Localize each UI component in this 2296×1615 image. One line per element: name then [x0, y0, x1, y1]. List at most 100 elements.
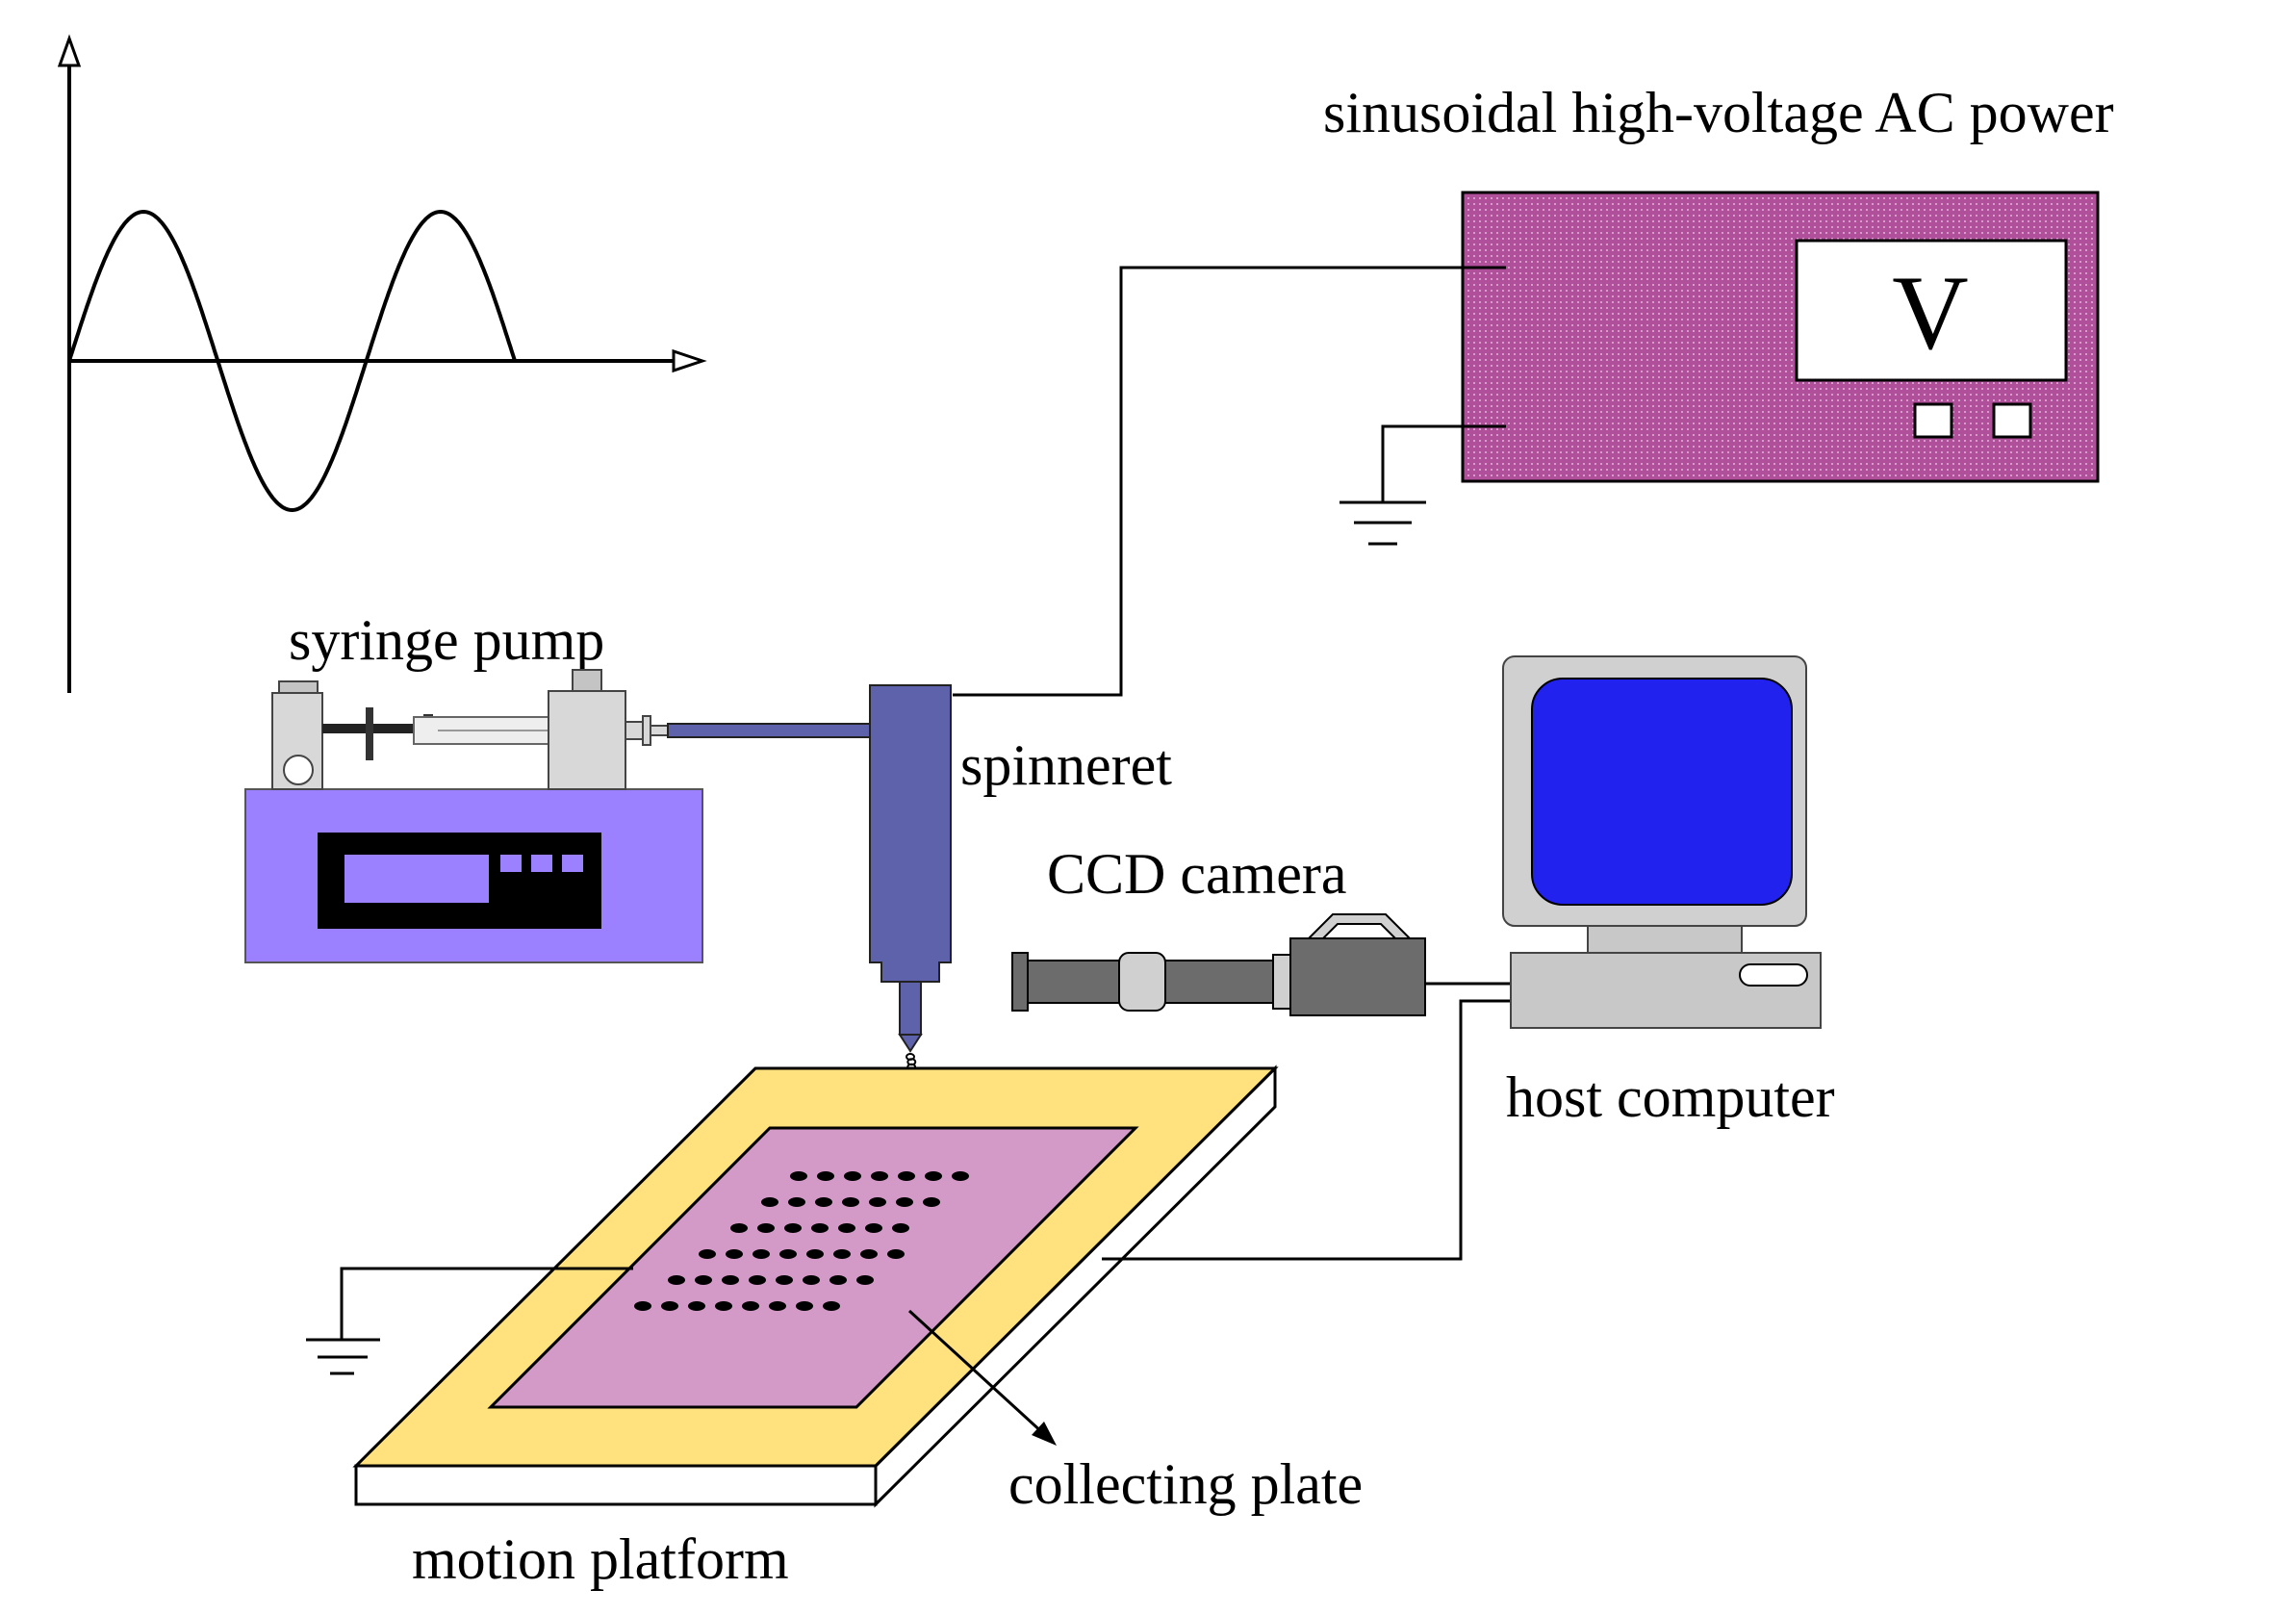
waveform-x-axis-arrow	[672, 348, 707, 373]
power-supply-button-right	[1992, 402, 2032, 439]
printed-droplet	[887, 1249, 905, 1259]
printed-droplet	[715, 1301, 732, 1311]
printed-droplet	[757, 1223, 775, 1233]
camera-lens-hood	[1011, 952, 1029, 1012]
collecting-plate-surface	[487, 1126, 1139, 1409]
waveform-y-axis-arrow	[57, 34, 82, 67]
printed-droplet	[842, 1197, 859, 1207]
printed-droplet	[779, 1249, 797, 1259]
printed-droplet	[869, 1197, 886, 1207]
printed-droplet	[871, 1171, 888, 1181]
printed-droplet	[769, 1301, 786, 1311]
printed-droplet	[790, 1171, 807, 1181]
camera-lens-ring	[1118, 952, 1166, 1012]
camera-top-handle	[1306, 913, 1413, 939]
voltmeter-symbol: V	[1892, 254, 1968, 372]
printed-droplet	[784, 1223, 802, 1233]
power-supply-label: sinusoidal high-voltage AC power	[1323, 81, 2114, 144]
printed-droplet	[661, 1301, 678, 1311]
printed-droplet	[844, 1171, 861, 1181]
spinneret-needle-tip	[898, 1034, 923, 1053]
printed-droplet	[699, 1249, 716, 1259]
pump-clamp-cap	[572, 669, 602, 692]
camera-lens-barrel-1	[1027, 960, 1120, 1004]
printed-droplet	[749, 1275, 766, 1285]
printed-droplet	[829, 1275, 847, 1285]
monitor-screen	[1531, 678, 1793, 906]
spinneret-label: spinneret	[960, 733, 1172, 797]
platform-front-face	[354, 1464, 878, 1506]
printed-droplet	[803, 1275, 820, 1285]
camera-lens-mount	[1272, 954, 1291, 1010]
printed-droplet	[952, 1171, 969, 1181]
printed-droplet	[730, 1223, 748, 1233]
host-computer-label: host computer	[1506, 1065, 1835, 1129]
printed-droplet	[898, 1171, 915, 1181]
syringe-pump-label: syringe pump	[289, 608, 604, 672]
printed-droplet	[753, 1249, 770, 1259]
printed-droplet	[823, 1301, 840, 1311]
printed-droplet	[833, 1249, 851, 1259]
ac-power-supply: sinusoidal high-voltage AC power V	[1323, 81, 2114, 546]
printed-droplet	[688, 1301, 705, 1311]
syringe-luer-flange	[642, 715, 651, 746]
power-supply-ground-wire	[1381, 424, 1506, 502]
syringe-pump-screen	[344, 855, 489, 903]
syringe-pump-key-2	[531, 855, 552, 872]
printed-droplet	[806, 1249, 824, 1259]
high-voltage-wire	[953, 266, 1506, 697]
power-supply-button-left	[1913, 402, 1953, 439]
motion-platform: motion platform	[352, 1064, 1279, 1591]
printed-droplet	[634, 1301, 651, 1311]
ccd-camera-label: CCD camera	[1047, 842, 1347, 906]
printed-droplet	[896, 1197, 913, 1207]
droplet-array	[634, 1171, 969, 1311]
collecting-plate-pointer-arrow	[1032, 1422, 1057, 1446]
power-supply-display	[1795, 239, 2068, 382]
printed-droplet	[923, 1197, 940, 1207]
sine-wave-curve	[67, 209, 517, 513]
spinneret: spinneret	[869, 684, 1172, 1053]
camera-lens-barrel-2	[1164, 960, 1274, 1004]
monitor-stand	[1587, 925, 1743, 954]
printed-droplet	[668, 1275, 685, 1285]
printed-droplet	[865, 1223, 882, 1233]
printed-droplet	[761, 1197, 778, 1207]
syringe-pump-key-1	[500, 855, 522, 872]
ccd-camera: CCD camera	[1011, 842, 1426, 1016]
pump-clamp-block	[548, 690, 626, 790]
platform-ground	[306, 1267, 633, 1375]
spinneret-needle	[899, 981, 922, 1036]
syringe-luer-tip	[650, 725, 669, 736]
printed-droplet	[817, 1171, 834, 1181]
printed-droplet	[838, 1223, 855, 1233]
disk-drive-slot	[1739, 963, 1808, 987]
collecting-plate-pointer	[907, 1309, 1046, 1436]
collecting-plate-label: collecting plate	[1008, 1452, 1363, 1516]
spinneret-body	[869, 684, 952, 983]
printed-droplet	[856, 1275, 874, 1285]
camera-body	[1289, 937, 1426, 1016]
syringe-plunger-flange	[366, 707, 373, 760]
feed-tube	[667, 723, 871, 738]
printed-droplet	[722, 1275, 739, 1285]
printed-droplet	[796, 1301, 813, 1311]
printed-droplet	[815, 1197, 832, 1207]
platform-ground-wire	[340, 1267, 633, 1340]
printed-droplet	[742, 1301, 759, 1311]
collecting-plate-callout: collecting plate	[907, 1309, 1363, 1516]
printed-droplet	[860, 1249, 878, 1259]
syringe-pump: syringe pump	[244, 608, 703, 963]
printed-droplet	[811, 1223, 829, 1233]
pump-pusher-cap	[278, 680, 319, 694]
printed-droplet	[776, 1275, 793, 1285]
ac-waveform-plot	[57, 34, 707, 693]
printed-droplet	[892, 1223, 909, 1233]
printed-droplet	[788, 1197, 805, 1207]
host-computer: host computer	[1502, 655, 1835, 1129]
pump-pusher-knob	[283, 755, 314, 785]
printed-droplet	[925, 1171, 942, 1181]
printed-droplet	[726, 1249, 743, 1259]
